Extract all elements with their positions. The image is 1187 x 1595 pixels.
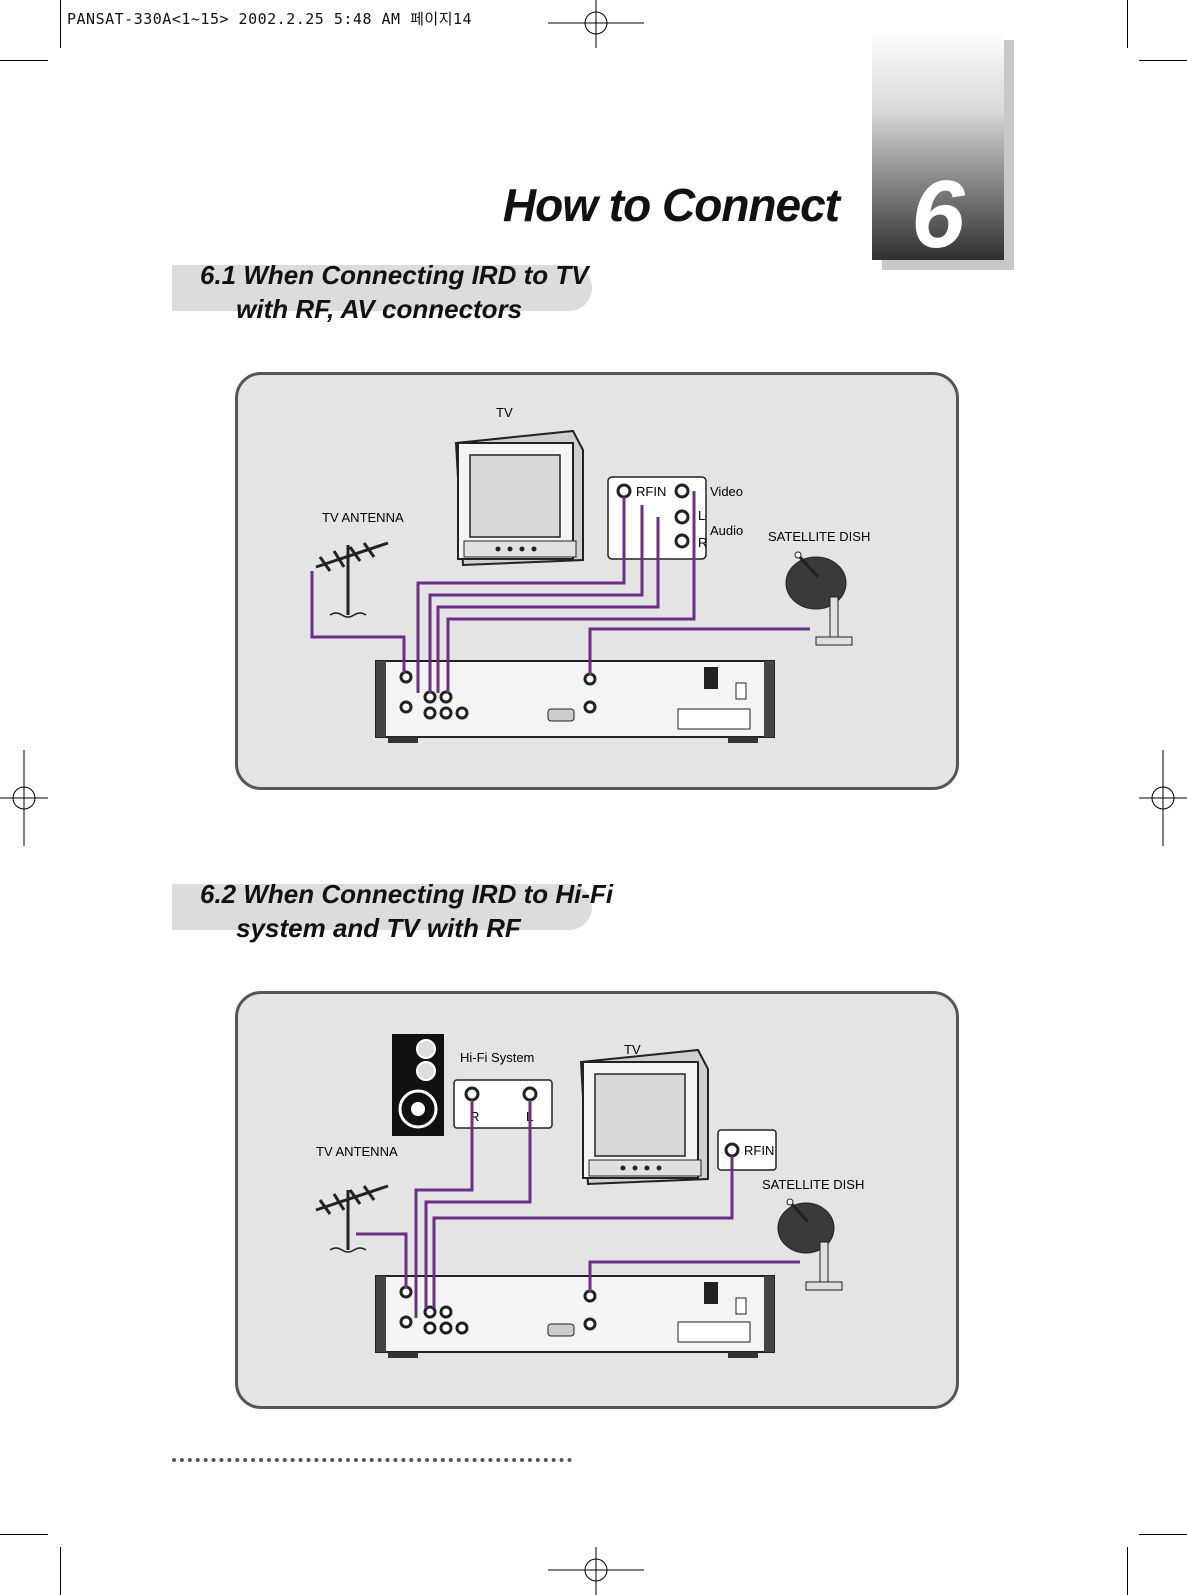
rfin-label: RFIN	[636, 484, 666, 499]
crop-mark	[1127, 1547, 1128, 1595]
section-title: 6.1 When Connecting IRD to TV with RF, A…	[200, 258, 589, 326]
tv-icon	[581, 1050, 708, 1184]
satellite-dish-label: SATELLITE DISH	[762, 1177, 864, 1192]
footer-dotted-rule	[172, 1458, 572, 1462]
r-label: R	[698, 535, 707, 550]
tv-antenna-icon	[316, 543, 388, 617]
tv-antenna-icon	[316, 1186, 388, 1252]
section-title: 6.2 When Connecting IRD to Hi-Fi system …	[200, 877, 613, 945]
chapter-number: 6	[872, 160, 1004, 270]
print-header: PANSAT-330A<1~15> 2002.2.25 5:48 AM 페이지1…	[67, 8, 472, 29]
connection-diagram-2: Hi-Fi System R L TV RFIN TV ANTENNA	[235, 991, 959, 1409]
hifi-connector-panel	[454, 1080, 552, 1128]
crop-mark	[60, 0, 61, 48]
satellite-dish-icon	[778, 1199, 842, 1290]
registration-mark-left	[0, 750, 48, 846]
registration-mark-bottom	[548, 1547, 644, 1595]
antenna-label: TV ANTENNA	[322, 510, 404, 525]
diagram-svg: TV RFIN Video L Audio R TV ANTENNA	[238, 375, 956, 787]
audio-label: Audio	[710, 523, 743, 538]
hifi-system-label: Hi-Fi System	[460, 1050, 534, 1065]
tv-label: TV	[496, 405, 513, 420]
rfin-label: RFIN	[744, 1143, 774, 1158]
page-title: How to Connect	[503, 178, 839, 232]
tv-label: TV	[624, 1042, 641, 1057]
tv-icon	[456, 431, 583, 565]
ird-receiver-icon	[376, 661, 774, 743]
l-label: L	[698, 508, 705, 523]
speaker-icon	[392, 1034, 444, 1136]
crop-mark	[1139, 60, 1187, 61]
video-label: Video	[710, 484, 743, 499]
crop-mark	[1127, 0, 1128, 48]
registration-mark-right	[1139, 750, 1187, 846]
crop-mark	[1139, 1534, 1187, 1535]
diagram-svg: Hi-Fi System R L TV RFIN TV ANTENNA	[238, 994, 956, 1406]
crop-mark	[0, 1534, 48, 1535]
satellite-dish-icon	[786, 552, 852, 645]
crop-mark	[60, 1547, 61, 1595]
antenna-label: TV ANTENNA	[316, 1144, 398, 1159]
crop-mark	[0, 60, 48, 61]
registration-mark-top	[548, 0, 644, 48]
connection-diagram-1: TV RFIN Video L Audio R TV ANTENNA	[235, 372, 959, 790]
ird-receiver-icon	[376, 1276, 774, 1358]
satellite-dish-label: SATELLITE DISH	[768, 529, 870, 544]
